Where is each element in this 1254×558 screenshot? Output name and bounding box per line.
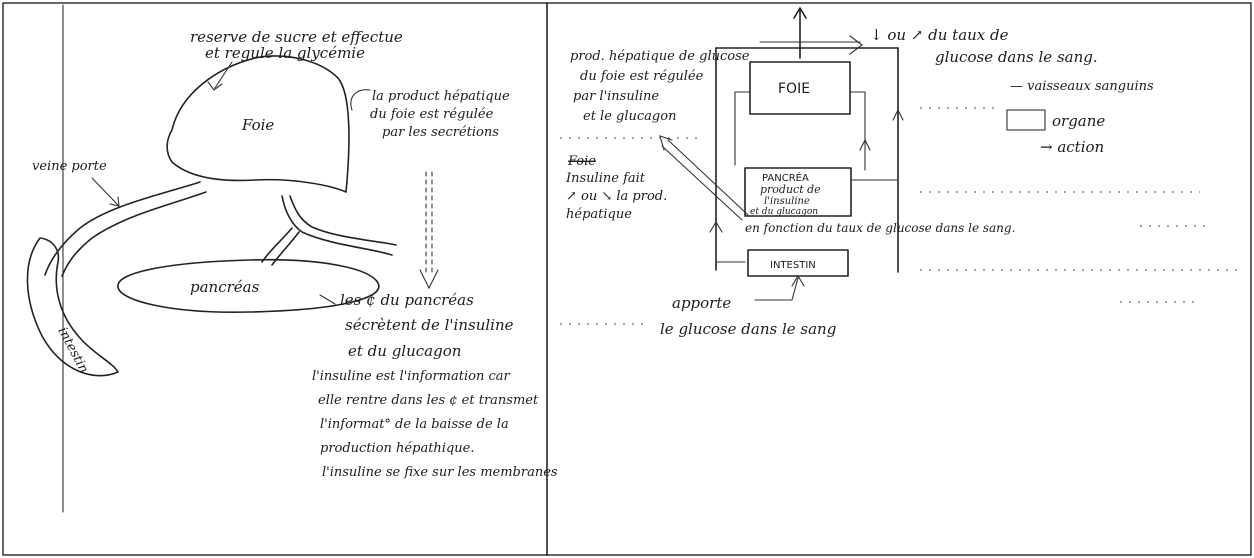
pancreas-label: pancréas — [190, 278, 260, 296]
cells-note-line-6: l'informat° de la baisse de la — [320, 417, 509, 432]
pancreas-box-label-3: l'insuline — [764, 196, 810, 207]
regulation-note-line-3: par l'insuline — [573, 89, 659, 104]
liver-annotation-top-2: et regule la glycémie — [205, 44, 365, 62]
liver-outline — [166, 55, 350, 193]
liver-box-label: FOIE — [778, 81, 810, 97]
glucose-supply-pointer — [754, 277, 799, 301]
pancreatic-vessel-inner — [289, 195, 397, 246]
insulin-note-line-2: ↗ ou ↘ la prod. — [566, 189, 667, 204]
pancreas-box-label-2: product de — [760, 183, 821, 196]
portal-vein-label: veine porte — [32, 159, 107, 174]
cells-note-line-1: les ¢ du pancréas — [340, 291, 474, 309]
glucose-level-note-line-2: glucose dans le sang. — [935, 48, 1098, 66]
insulin-note-line-1: Insuline fait — [565, 171, 646, 186]
insulin-note-struck: Foie — [567, 154, 596, 169]
left-panel: Foie reserve de sucre et effectue et reg… — [26, 28, 558, 480]
intestine-outline — [26, 237, 119, 377]
liver-annotation-right-3: par les secrétions — [382, 125, 499, 140]
pancreas-box — [744, 167, 852, 217]
pancreas-box-label-4: et du glucagon — [750, 207, 818, 217]
top-arrow-head — [849, 35, 863, 55]
right-panel: prod. hépatique de glucose du foie est r… — [560, 7, 1240, 338]
pancreatic-vessel-branch-2 — [271, 231, 300, 266]
pancreas-outline — [117, 258, 380, 313]
portal-vein-pointer — [91, 177, 119, 206]
legend-action: → action — [1040, 138, 1104, 156]
liver-box — [749, 61, 851, 115]
liver-annotation-top-pointer — [214, 61, 233, 89]
legend-organ-label: organe — [1052, 112, 1105, 130]
portal-vein-arrowhead — [109, 196, 120, 207]
liver-label: Foie — [241, 116, 274, 134]
portal-vein-lower — [61, 191, 207, 277]
cells-note-line-2: sécrètent de l'insuline — [345, 316, 514, 334]
glucose-level-note-line-1: ↓ ou ↗ du taux de — [870, 26, 1009, 44]
liver-annotation-right-2: du foie est régulée — [370, 107, 494, 122]
liver-annotation-top-1: reserve de sucre et effectue — [190, 28, 403, 46]
cells-note-line-4: l'insuline est l'information car — [312, 369, 510, 384]
cells-note-line-7: production hépathique. — [320, 441, 474, 456]
intestine-box-label: INTESTIN — [770, 260, 816, 271]
liver-loop-left — [734, 91, 751, 166]
regulation-note-line-4: et le glucagon — [583, 109, 676, 124]
liver-annotation-right-pointer — [350, 89, 371, 111]
upward-arrow-head — [793, 7, 807, 19]
liver-annotation-right-1: la product hépatique — [372, 89, 510, 104]
pancreatic-vessel-outer — [281, 195, 393, 256]
liver-annotation-top-arrowhead — [207, 81, 223, 91]
liver-loop-right — [849, 91, 866, 171]
cells-annotation-pointer — [319, 294, 336, 305]
right-vessel-arrow-up — [892, 108, 904, 121]
glucose-supply-arrowhead — [791, 274, 805, 287]
cells-note-line-5: elle rentre dans les ¢ et transmet — [318, 393, 539, 408]
cells-note-line-3: et du glucagon — [348, 342, 461, 360]
right-panel-frame — [546, 2, 1252, 556]
glucose-supply-note-2: le glucose dans le sang — [660, 320, 836, 338]
cells-note-line-8: l'insuline se fixe sur les membranes — [322, 465, 558, 480]
pancreas-to-liver-arrow-line-2 — [661, 145, 743, 221]
regulation-note-line-2: du foie est régulée — [580, 69, 704, 84]
regulation-note-line-1: prod. hépatique de glucose — [570, 49, 750, 64]
portal-vein-upper — [44, 181, 201, 276]
secretion-arrowhead — [419, 269, 439, 290]
glucose-dependency-note: en fonction du taux de glucose dans le s… — [745, 221, 1015, 235]
glucose-supply-note-1: apporte — [672, 294, 731, 312]
left-vessel-arrow-up — [709, 220, 723, 233]
insulin-note-line-3: hépatique — [566, 207, 632, 222]
legend-organ-swatch — [1006, 109, 1046, 131]
pancreas-to-liver-arrow-line-1 — [667, 139, 749, 216]
liver-loop-right-arrowhead — [859, 138, 871, 151]
pancreas-box-label-1: PANCRÉA — [762, 171, 809, 184]
pancreas-to-liver-arrowhead — [659, 135, 673, 151]
legend-vessels: — vaisseaux sanguins — [1010, 79, 1154, 94]
